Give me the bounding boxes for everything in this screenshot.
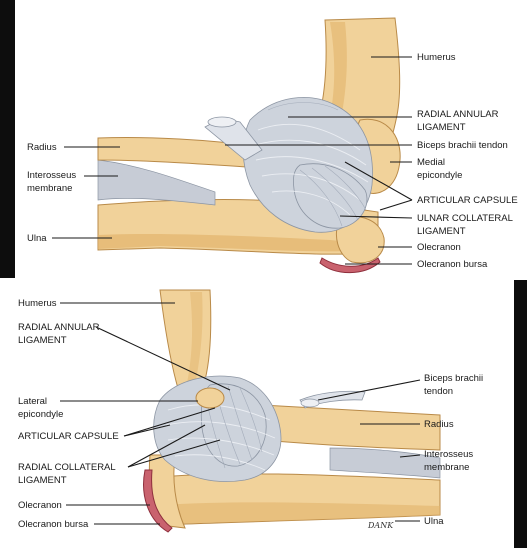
label-medial-epicondyle-top-1: Medial xyxy=(417,157,445,168)
biceps-tendon-cut-bottom xyxy=(301,399,319,407)
label-lateral-epicondyle-bottom-1: Lateral xyxy=(18,396,47,407)
label-ulna-top: Ulna xyxy=(27,233,47,244)
right-edge-bar xyxy=(514,280,527,548)
label-articular-capsule-top: ARTICULAR CAPSULE xyxy=(417,195,518,206)
label-humerus-bottom: Humerus xyxy=(18,298,57,309)
label-articular-capsule-bottom: ARTICULAR CAPSULE xyxy=(18,431,119,442)
label-medial-epicondyle-top-2: epicondyle xyxy=(417,170,462,181)
label-radial-collateral-bottom-2: LIGAMENT xyxy=(18,475,67,486)
label-radius-top: Radius xyxy=(27,142,57,153)
lateral-epicondyle-bottom xyxy=(196,388,224,408)
label-biceps-bottom-1: Biceps brachii xyxy=(424,373,483,384)
label-interosseus-bottom-1: Interosseus xyxy=(424,449,473,460)
label-ulna-bottom: Ulna xyxy=(424,516,444,527)
label-radial-collateral-bottom-1: RADIAL COLLATERAL xyxy=(18,462,116,473)
label-olecranon-bursa-bottom: Olecranon bursa xyxy=(18,519,89,530)
interosseus-membrane-top xyxy=(98,160,215,205)
label-interosseus-top-1: Interosseus xyxy=(27,170,76,181)
label-radial-annular-top-2: LIGAMENT xyxy=(417,122,466,133)
label-humerus-top: Humerus xyxy=(417,52,456,63)
label-lateral-epicondyle-bottom-2: epicondyle xyxy=(18,409,63,420)
label-olecranon-top: Olecranon xyxy=(417,242,461,253)
artist-signature: DANK xyxy=(367,521,394,530)
label-radial-annular-bottom-2: LIGAMENT xyxy=(18,335,67,346)
label-interosseus-top-2: membrane xyxy=(27,183,72,194)
label-radial-annular-bottom-1: RADIAL ANNULAR xyxy=(18,322,100,333)
label-radial-annular-top-1: RADIAL ANNULAR xyxy=(417,109,499,120)
label-interosseus-bottom-2: membrane xyxy=(424,462,469,473)
label-olecranon-bursa-top: Olecranon bursa xyxy=(417,259,488,270)
label-ulnar-collateral-top-1: ULNAR COLLATERAL xyxy=(417,213,513,224)
label-olecranon-bottom: Olecranon xyxy=(18,500,62,511)
label-biceps-top: Biceps brachii tendon xyxy=(417,140,508,151)
lateral-view-illustration: DANK xyxy=(144,290,440,532)
label-biceps-bottom-2: tendon xyxy=(424,386,453,397)
left-edge-bar xyxy=(0,0,15,278)
biceps-tendon-cut-top xyxy=(208,117,236,127)
label-ulnar-collateral-top-2: LIGAMENT xyxy=(417,226,466,237)
label-radius-bottom: Radius xyxy=(424,419,454,430)
radius-bone-bottom xyxy=(262,405,440,450)
